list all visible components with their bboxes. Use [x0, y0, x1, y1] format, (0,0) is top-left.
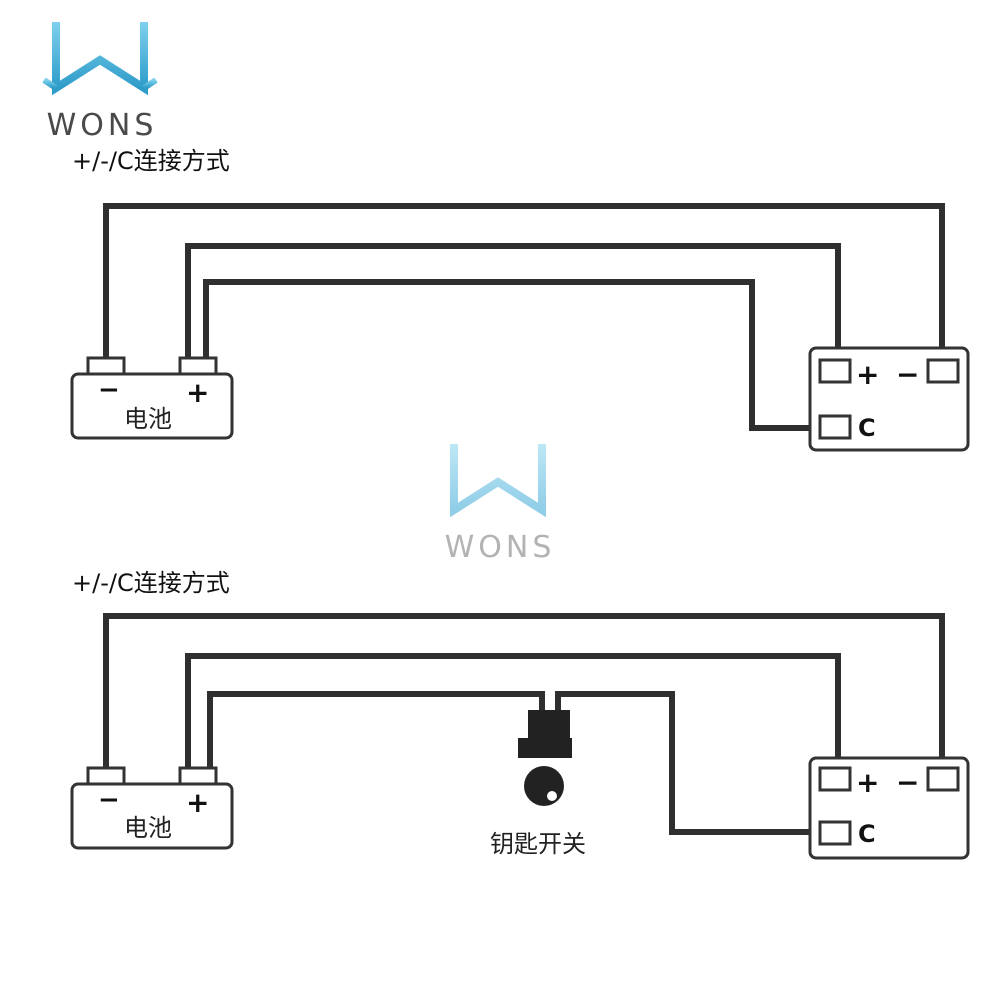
battery-body	[70, 782, 234, 850]
diagram-bottom: − + 电池 钥匙开关 + − C	[70, 613, 970, 860]
device-plus-terminal	[818, 766, 852, 792]
device-minus-terminal	[926, 358, 960, 384]
battery-bottom: − + 电池	[70, 766, 234, 850]
device-c-terminal	[818, 414, 852, 440]
key-switch-body	[518, 738, 572, 758]
section-title-bottom: +/-/C连接方式	[72, 569, 230, 597]
battery-minus-sign: −	[98, 375, 120, 405]
wire-plus-outer-bottom	[185, 653, 841, 770]
battery-plus-sign: +	[186, 786, 209, 819]
wons-logo: WONS	[22, 18, 182, 143]
wire-minus-bottom	[103, 613, 945, 770]
key-switch-label: 钥匙开关	[490, 830, 586, 858]
device-minus-sign: −	[896, 358, 919, 391]
device-c-label: C	[858, 414, 876, 442]
device-c-terminal	[818, 820, 852, 846]
wire-minus-top	[103, 203, 945, 360]
device-c-label: C	[858, 820, 876, 848]
device-plus-terminal	[818, 358, 852, 384]
key-switch-connector	[528, 710, 570, 740]
device-plus-sign: +	[856, 766, 879, 799]
wons-logo-mark	[42, 22, 158, 96]
section-title-top: +/-/C连接方式	[72, 147, 230, 175]
key-icon	[547, 791, 557, 801]
diagram-top: − + 电池 + − C	[70, 203, 970, 452]
wire-c-top	[203, 279, 832, 431]
device-bottom: + − C	[808, 756, 970, 860]
device-top: + − C	[808, 346, 970, 452]
device-minus-terminal	[926, 766, 960, 792]
battery-plus-sign: +	[186, 376, 209, 409]
wire-plus-outer-top	[185, 243, 841, 360]
device-minus-sign: −	[896, 766, 919, 799]
key-switch: 钥匙开关	[490, 710, 586, 858]
battery-label: 电池	[124, 405, 172, 433]
logo-text: WONS	[46, 108, 158, 143]
battery-minus-sign: −	[98, 785, 120, 815]
wons-watermark: WONS	[420, 440, 580, 565]
watermark-text: WONS	[444, 530, 556, 565]
wire-switch-to-c	[555, 691, 826, 835]
device-plus-sign: +	[856, 358, 879, 391]
key-switch-head	[524, 766, 564, 806]
battery-top: − + 电池	[70, 356, 234, 440]
wire-plus-to-switch	[207, 691, 545, 770]
battery-body	[70, 372, 234, 440]
battery-label: 电池	[124, 814, 172, 842]
watermark-logo-mark	[450, 444, 546, 518]
